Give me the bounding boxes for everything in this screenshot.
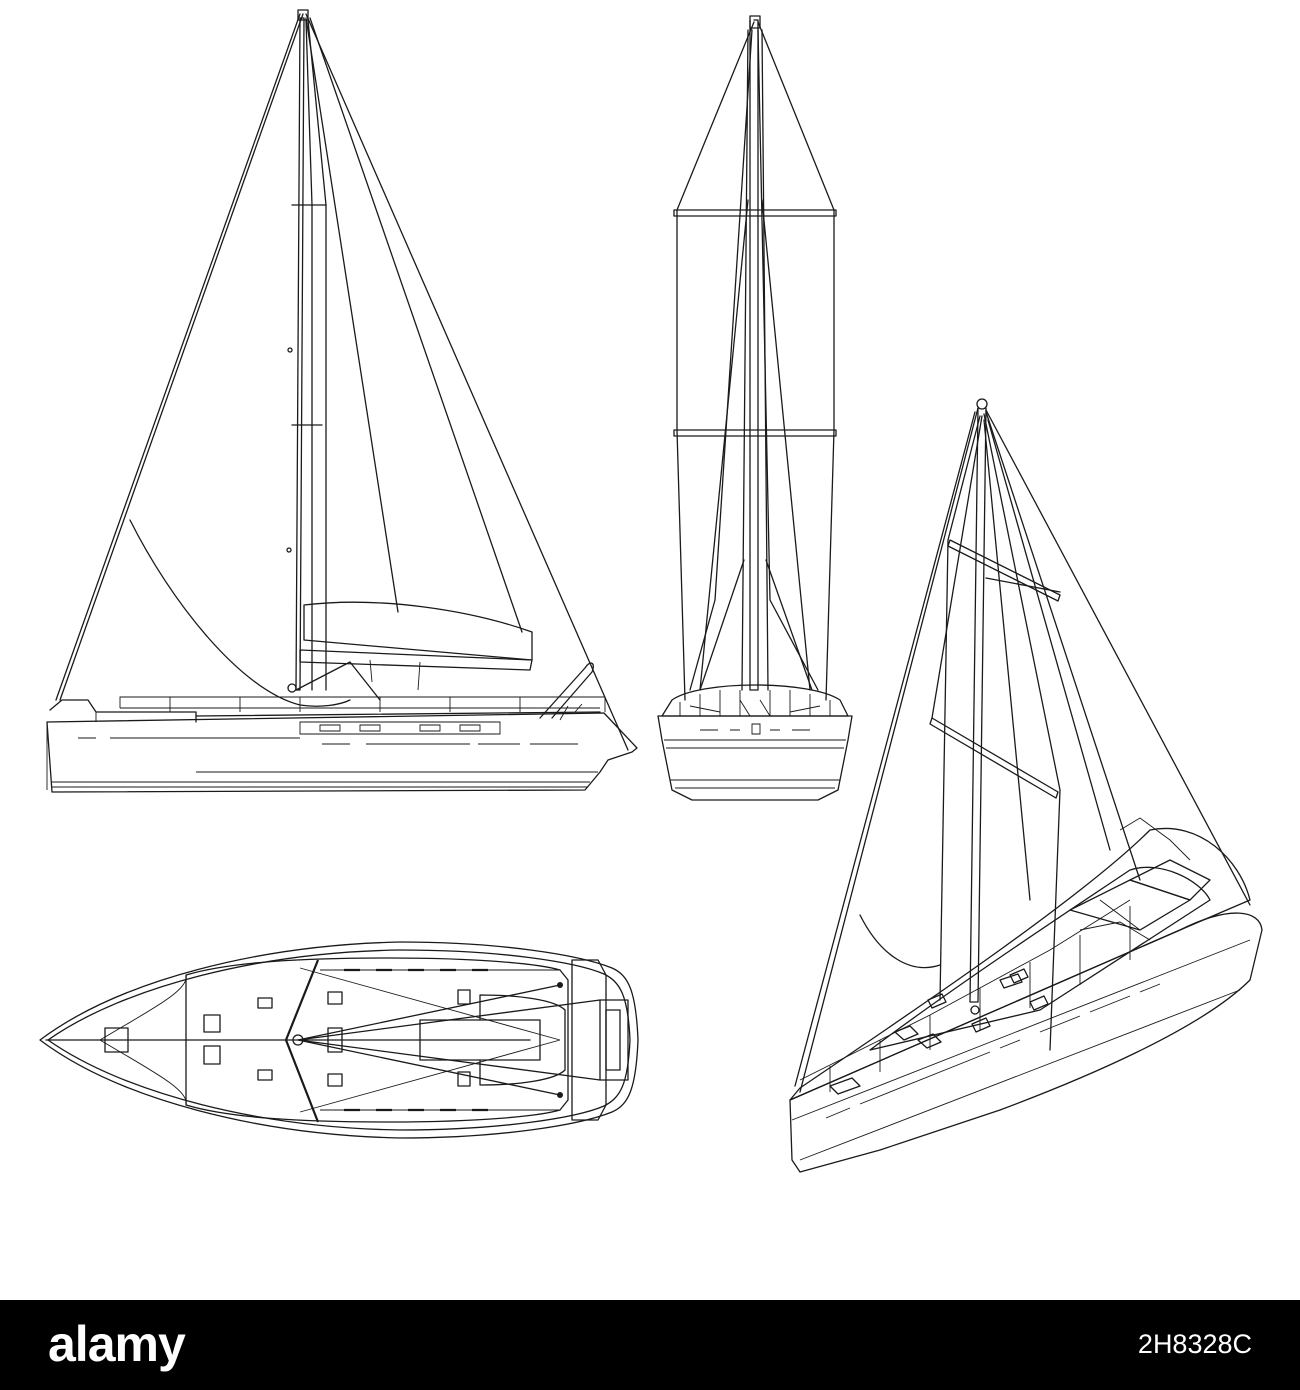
top-view (39, 941, 639, 1139)
image-code: 2H8328C (1137, 1329, 1252, 1359)
sailboat-illustration (39, 9, 1263, 1173)
watermark-footer: alamy 2H8328C (0, 1300, 1300, 1390)
side-view (46, 9, 638, 793)
brand-logo: alamy (48, 1316, 186, 1372)
stern-view (657, 15, 853, 801)
perspective-view (789, 398, 1263, 1173)
